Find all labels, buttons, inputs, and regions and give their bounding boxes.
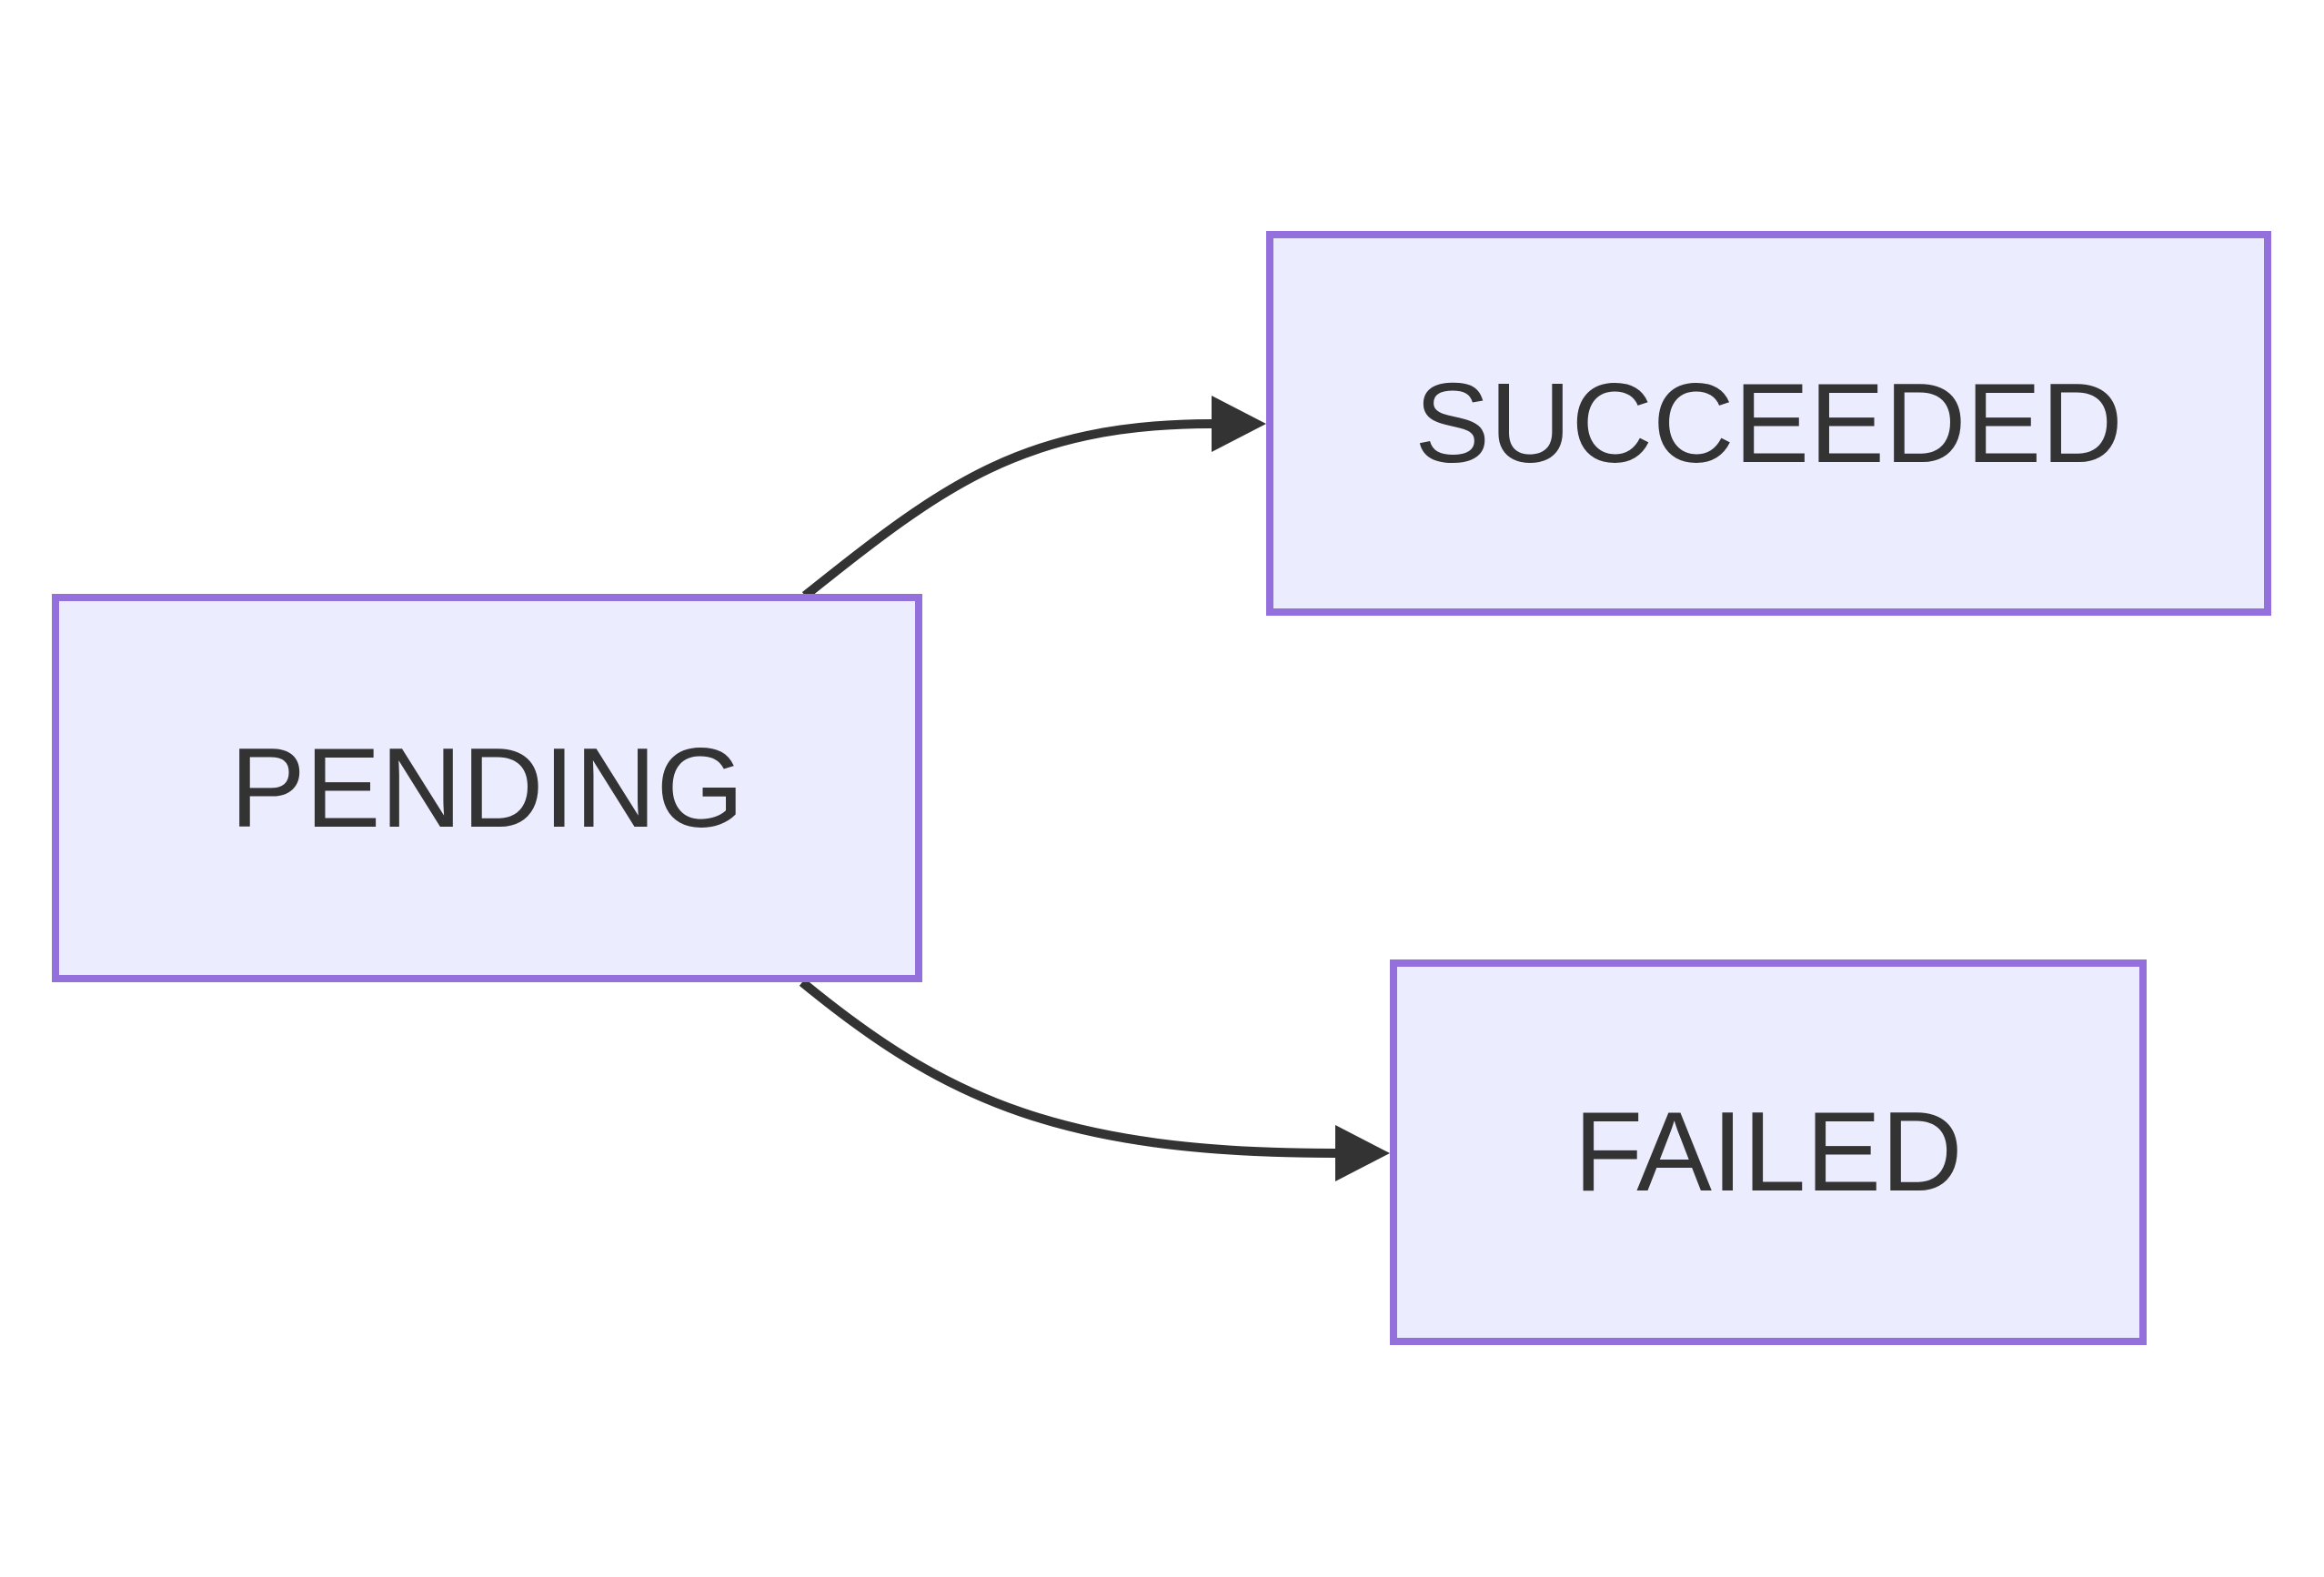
node-pending-label: PENDING xyxy=(230,725,744,851)
node-succeeded: SUCCEEDED xyxy=(1266,231,2271,616)
node-failed-label: FAILED xyxy=(1574,1090,1963,1215)
node-succeeded-label: SUCCEEDED xyxy=(1414,360,2123,487)
node-failed: FAILED xyxy=(1390,959,2147,1345)
edge-pending-to-succeeded xyxy=(801,396,1266,599)
node-pending: PENDING xyxy=(52,594,922,982)
edge-pending-to-failed xyxy=(799,979,1390,1181)
